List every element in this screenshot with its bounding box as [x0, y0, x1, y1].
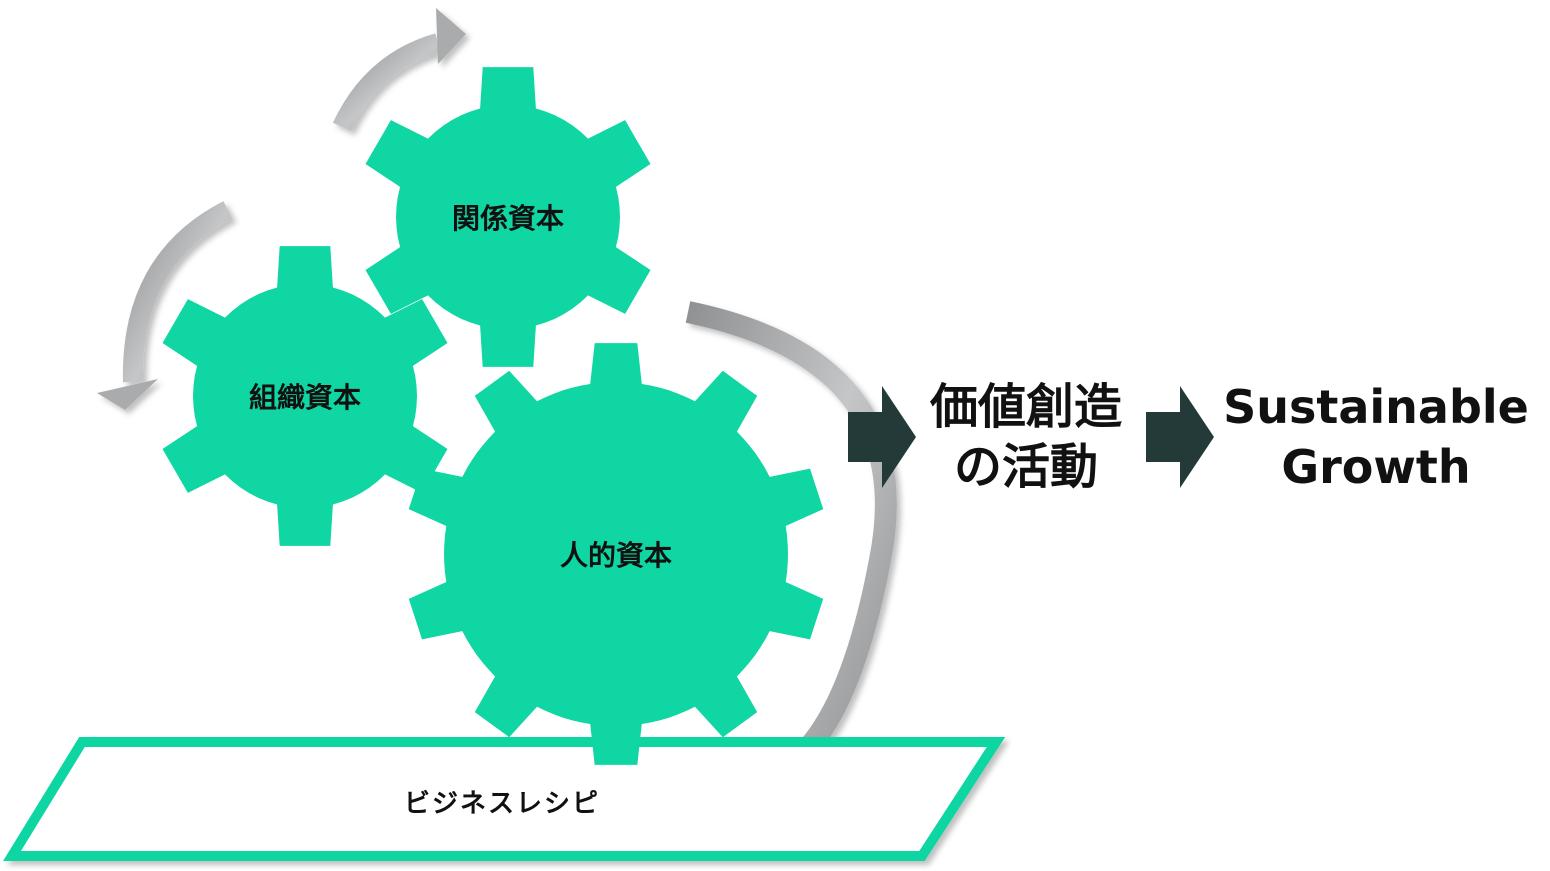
value-creation-line2: の活動: [954, 439, 1098, 495]
outcome-line1: Sustainable: [1223, 380, 1529, 434]
platform-business-recipe: ビジネスレシピ: [3, 737, 1006, 861]
flow-arrow-1-icon: [848, 386, 916, 488]
outcome-line2: Growth: [1281, 440, 1470, 494]
cycle-arrow-left-icon: [97, 201, 233, 410]
gear-relationship-label: 関係資本: [452, 202, 564, 235]
gear-relationship-capital: 関係資本: [365, 67, 651, 367]
value-creation-line1: 価値創造: [929, 379, 1122, 435]
gear-organization-label: 組織資本: [249, 381, 361, 414]
gear-human-capital: 人的資本: [408, 343, 824, 765]
gear-human-label: 人的資本: [560, 539, 672, 572]
cycle-arrow-top-icon: [332, 8, 466, 132]
gear-organization-capital: 組織資本: [162, 246, 448, 546]
flow-arrow-2-icon: [1146, 386, 1214, 488]
platform-label: ビジネスレシピ: [404, 789, 600, 819]
